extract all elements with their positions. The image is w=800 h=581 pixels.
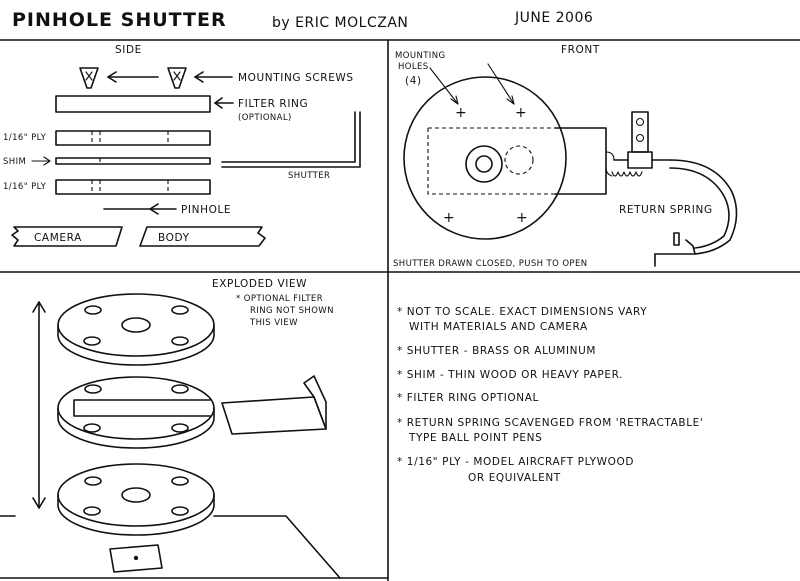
return-spring-label: RETURN SPRING [619,204,713,216]
note-1-line2: WITH MATERIALS AND CAMERA [409,321,588,333]
note-item: * 1/16" PLY - MODEL AIRCRAFT PLYWOOD OR … [397,456,634,484]
camera-box [11,226,123,247]
pinhole-plate [109,544,163,573]
svg-text:+: + [455,105,467,121]
exploded-heading: EXPLODED VIEW [212,278,307,290]
mounting-holes-count: (4) [405,75,422,87]
ply-bottom-part [55,179,211,195]
front-disc [403,76,567,240]
side-heading: SIDE [115,44,142,56]
shutter-aperture-hidden [504,145,534,175]
body-box [139,226,266,247]
main-title: PINHOLE SHUTTER [12,9,227,31]
screw-icon [167,67,187,89]
filter-ring-optional: (OPTIONAL) [238,113,292,123]
shim-part [55,157,211,165]
arrow-left-icon [194,71,233,83]
exploded-disc-middle [57,376,215,449]
arrow-left-icon [103,203,177,215]
camera-label: CAMERA [34,232,82,244]
panel-frame [0,39,800,581]
note-5-line2: TYPE BALL POINT PENS [408,432,542,444]
shutter-part [221,111,361,168]
screw-icon [79,67,99,89]
arrow-left-icon [214,97,234,109]
shutter-blade-tab [554,127,607,195]
svg-text:+: + [443,210,455,226]
exploded-disc-bottom [57,463,215,536]
arrow-left-icon [107,71,159,83]
note-item: * NOT TO SCALE. EXACT DIMENSIONS VARY WI… [397,306,647,333]
note-2-line1: * SHUTTER - BRASS OR ALUMINUM [397,345,596,357]
svg-text:+: + [515,105,527,121]
pinhole-opening [465,145,503,183]
leader-arrows [429,63,515,105]
byline: by ERIC MOLCZAN [272,15,408,31]
exploded-note-line2: RING NOT SHOWN [250,306,334,316]
ply-bottom-label: 1/16" PLY [3,182,47,192]
note-6-line1: * 1/16" PLY - MODEL AIRCRAFT PLYWOOD [397,456,634,468]
vertical-arrow-icon [32,301,46,509]
pinhole-label: PINHOLE [181,204,231,216]
body-label: BODY [158,232,190,244]
mounting-hole-markers: + + + + [443,105,528,226]
title-block: PINHOLE SHUTTER by ERIC MOLCZAN JUNE 200… [12,9,593,31]
note-1-line1: * NOT TO SCALE. EXACT DIMENSIONS VARY [397,306,647,318]
note-item: * RETURN SPRING SCAVENGED FROM 'RETRACTA… [397,417,703,444]
exploded-view: EXPLODED VIEW * OPTIONAL FILTER RING NOT… [0,278,341,579]
spring-post [613,111,671,169]
note-6-line2: OR EQUIVALENT [468,472,561,484]
front-caption: SHUTTER DRAWN CLOSED, PUSH TO OPEN [393,259,587,269]
mounting-holes-label-line2: HOLES [398,62,429,72]
front-heading: FRONT [561,44,600,56]
pinhole-center [475,155,493,173]
date: JUNE 2006 [514,10,593,26]
shutter-label: SHUTTER [288,171,330,181]
exploded-note-line3: THIS VIEW [249,318,298,328]
exploded-disc-top [57,293,215,366]
svg-text:+: + [516,210,528,226]
shim-label: SHIM [3,157,26,167]
filter-ring-part [55,95,211,113]
shutter-blade-hidden [427,127,555,195]
ply-top-label: 1/16" PLY [3,133,47,143]
exploded-shutter [221,375,327,435]
ply-top-part [55,130,211,146]
note-4-line1: * FILTER RING OPTIONAL [397,392,539,404]
filter-ring-label: FILTER RING [238,98,308,110]
arrow-right-icon [31,156,51,166]
mounting-holes-label-line1: MOUNTING [395,51,445,61]
side-view: SIDE MOUNTING SCREWS FILTER RING (OPTION… [3,44,361,247]
note-item: * SHUTTER - BRASS OR ALUMINUM [397,345,596,357]
exploded-note-line1: * OPTIONAL FILTER [236,294,323,304]
note-item: * FILTER RING OPTIONAL [397,392,539,404]
front-view: FRONT MOUNTING HOLES (4) + + + + [393,44,738,269]
note-3-line1: * SHIM - THIN WOOD OR HEAVY PAPER. [397,369,623,381]
camera-body-plane [0,515,341,579]
return-spring-icon [605,151,738,267]
note-item: * SHIM - THIN WOOD OR HEAVY PAPER. [397,369,623,381]
mounting-screws-label: MOUNTING SCREWS [238,72,354,84]
note-5-line1: * RETURN SPRING SCAVENGED FROM 'RETRACTA… [397,417,703,429]
notes-panel: * NOT TO SCALE. EXACT DIMENSIONS VARY WI… [397,306,703,484]
